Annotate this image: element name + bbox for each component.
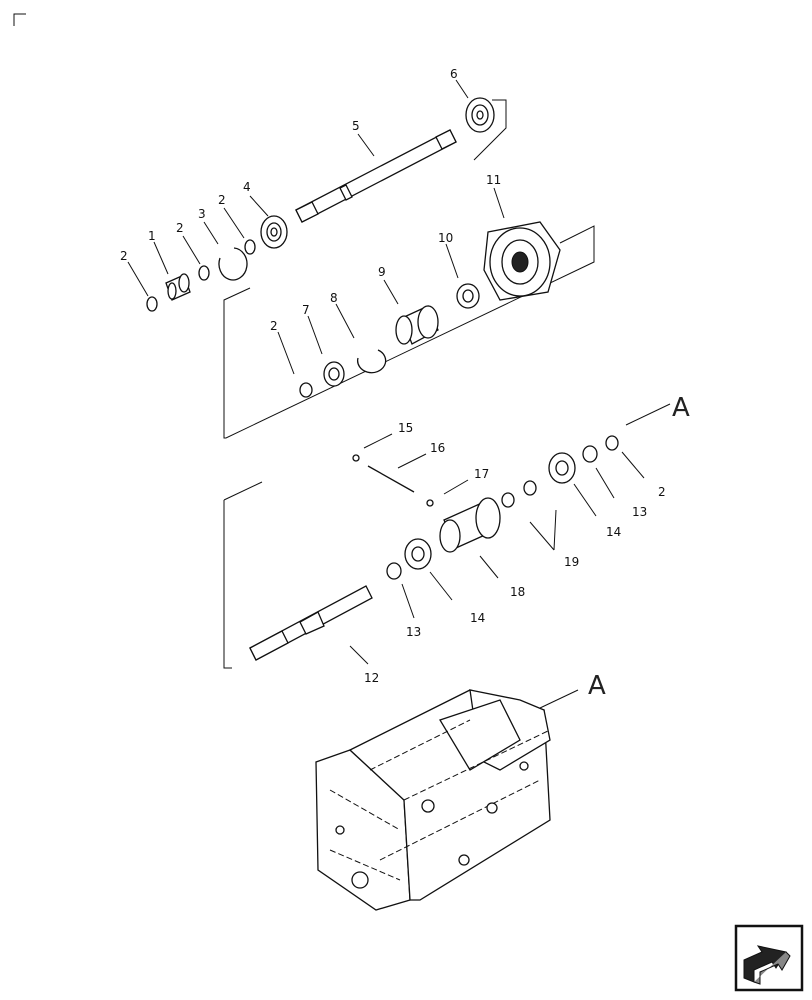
bracket-lower <box>223 481 263 669</box>
part-9-gear <box>395 305 439 345</box>
part-2-snap-ring <box>299 382 313 398</box>
callout-4: 4 <box>243 180 251 194</box>
callout-13: 13 <box>632 505 647 519</box>
leader-A-upper <box>625 403 671 426</box>
part-2-snap-ring <box>146 296 158 312</box>
part-18-coupler <box>439 497 501 553</box>
bracket-middle <box>223 225 595 439</box>
next-page-arrow-icon[interactable] <box>734 924 804 992</box>
callout-9: 9 <box>378 265 386 279</box>
part-19-ring <box>523 480 537 496</box>
callout-8: 8 <box>330 291 338 305</box>
callout-13: 13 <box>406 625 421 639</box>
bracket-upper-right <box>473 99 507 161</box>
callout-16: 16 <box>430 441 445 455</box>
callout-10: 10 <box>438 231 453 245</box>
part-5-input-shaft <box>295 129 457 223</box>
callout-6: 6 <box>450 67 458 81</box>
crop-mark <box>13 13 26 26</box>
part-13-snap-ring <box>582 445 598 463</box>
part-2-snap-ring <box>244 239 256 255</box>
part-10-bearing <box>456 283 480 309</box>
leader-lines <box>127 79 645 665</box>
part-14-bearing <box>548 452 576 484</box>
callout-3: 3 <box>198 207 206 221</box>
callout-2: 2 <box>218 193 226 207</box>
callout-17: 17 <box>474 467 489 481</box>
part-1-needle-bearing <box>165 273 191 301</box>
part-16-pin <box>367 465 415 493</box>
transmission-housing <box>315 689 551 911</box>
callout-5: 5 <box>352 119 360 133</box>
part-8-snap-ring <box>356 349 387 374</box>
reference-letter-A: A <box>672 393 690 423</box>
callout-19: 19 <box>564 555 579 569</box>
callout-14: 14 <box>606 525 621 539</box>
part-11-clutch-housing <box>483 221 561 301</box>
callout-12: 12 <box>364 671 379 685</box>
callout-2: 2 <box>270 319 278 333</box>
callout-11: 11 <box>486 173 501 187</box>
leader-A-lower <box>539 689 579 709</box>
part-17-ball <box>426 499 434 507</box>
part-3-circlip <box>218 247 248 281</box>
callout-1: 1 <box>148 229 156 243</box>
part-15-ball <box>352 454 360 462</box>
part-7-needle-bearing <box>323 361 345 387</box>
callout-14: 14 <box>470 611 485 625</box>
reference-letter-A: A <box>588 671 606 701</box>
part-19-ring <box>501 492 515 508</box>
part-2-snap-ring <box>198 265 210 281</box>
part-2-snap-ring <box>605 435 619 451</box>
part-4-ball-bearing <box>260 215 288 249</box>
part-6-ball-bearing <box>465 97 495 133</box>
callout-2: 2 <box>120 249 128 263</box>
callout-7: 7 <box>302 303 310 317</box>
callout-15: 15 <box>398 421 413 435</box>
callout-2: 2 <box>176 221 184 235</box>
callout-2: 2 <box>658 485 666 499</box>
part-13-snap-ring <box>386 562 402 580</box>
part-12-output-shaft <box>249 585 373 661</box>
part-14-bearing <box>404 538 432 570</box>
callout-18: 18 <box>510 585 525 599</box>
